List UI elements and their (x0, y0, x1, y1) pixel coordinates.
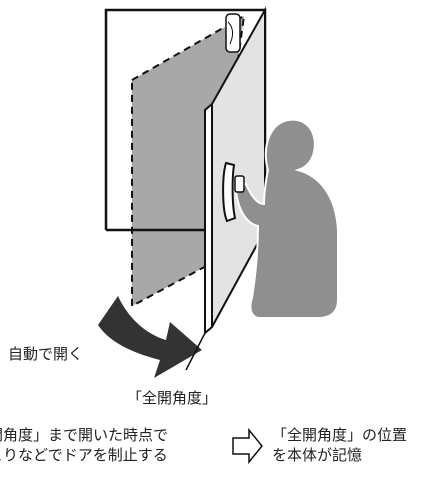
right-note: 「全開角度」の位置 を本体が記憶 (272, 425, 407, 466)
angle-leader-line (185, 332, 206, 371)
door-handle-icon (222, 161, 245, 223)
left-note-line-2: とりなどでドアを制止する (0, 446, 168, 465)
right-note-line-2: を本体が記憶 (272, 446, 363, 465)
person-silhouette (234, 118, 339, 319)
right-note-line-1: 「全開角度」の位置 (272, 426, 408, 444)
left-note-line-1: 開角度」まで開いた時点で (0, 426, 169, 444)
door-edge (204, 101, 213, 336)
left-note: 開角度」まで開いた時点で とりなどでドアを制止する (0, 425, 168, 466)
full-open-angle-label: 「全開角度」 (127, 389, 218, 407)
hollow-right-arrow-icon (232, 427, 263, 465)
auto-open-label: 自動で開く (8, 345, 84, 363)
curved-arrow-icon (98, 296, 202, 378)
door-closer-icon (225, 13, 241, 53)
